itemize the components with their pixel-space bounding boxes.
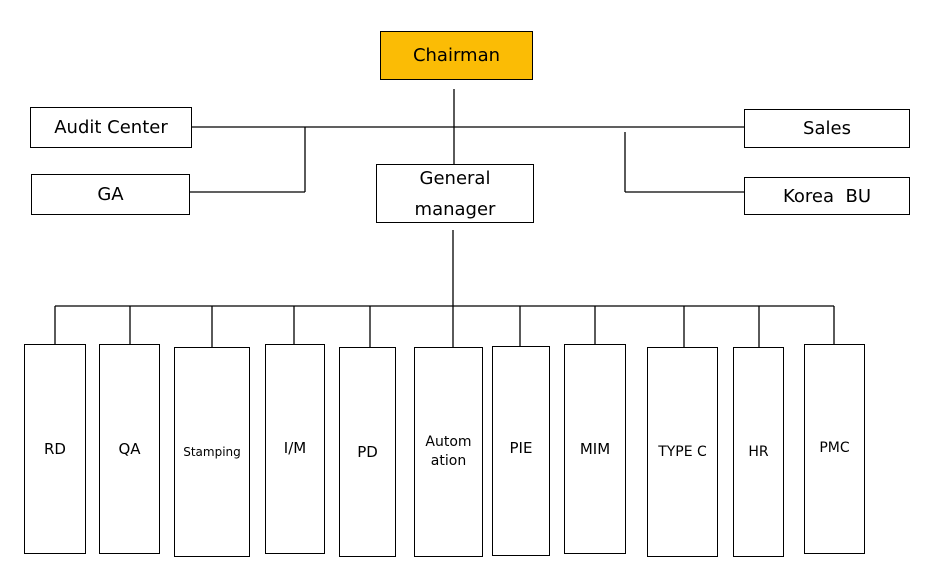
department-label-pie: PIE <box>509 439 533 457</box>
department-label-qa: QA <box>118 440 141 458</box>
department-box-im: I/M <box>265 344 325 554</box>
department-box-stamping: Stamping <box>174 347 250 557</box>
department-box-mim: MIM <box>564 344 626 554</box>
korea-bu-label: Korea BU <box>783 185 871 207</box>
department-box-rd: RD <box>24 344 86 554</box>
department-label-pmc: PMC <box>819 440 850 456</box>
department-box-pd: PD <box>339 347 396 557</box>
audit-center-box: Audit Center <box>30 107 192 148</box>
department-label-hr: HR <box>748 444 769 460</box>
department-box-automation: Autom ation <box>414 347 483 557</box>
general-manager-line1: General <box>419 167 491 189</box>
department-label-type-c: TYPE C <box>658 444 707 460</box>
ga-box: GA <box>31 174 190 215</box>
general-manager-line2: manager <box>414 198 496 220</box>
department-box-qa: QA <box>99 344 160 554</box>
korea-bu-box: Korea BU <box>744 177 910 215</box>
department-label-rd: RD <box>44 440 66 458</box>
department-label-automation-line2: ation <box>430 453 467 469</box>
department-box-hr: HR <box>733 347 784 557</box>
chairman-label: Chairman <box>412 45 501 66</box>
department-label-pd: PD <box>357 443 378 461</box>
ga-label: GA <box>97 184 124 205</box>
department-box-pie: PIE <box>492 346 550 556</box>
department-label-im: I/M <box>283 439 307 457</box>
department-label-stamping: Stamping <box>183 445 241 459</box>
sales-label: Sales <box>803 118 851 139</box>
sales-box: Sales <box>744 109 910 148</box>
department-label-automation-line1: Autom <box>425 434 472 450</box>
general-manager-box: General manager <box>376 164 534 223</box>
chairman-box: Chairman <box>380 31 533 80</box>
department-box-pmc: PMC <box>804 344 865 554</box>
audit-center-label: Audit Center <box>54 117 168 138</box>
department-label-mim: MIM <box>579 440 611 458</box>
department-box-type-c: TYPE C <box>647 347 718 557</box>
